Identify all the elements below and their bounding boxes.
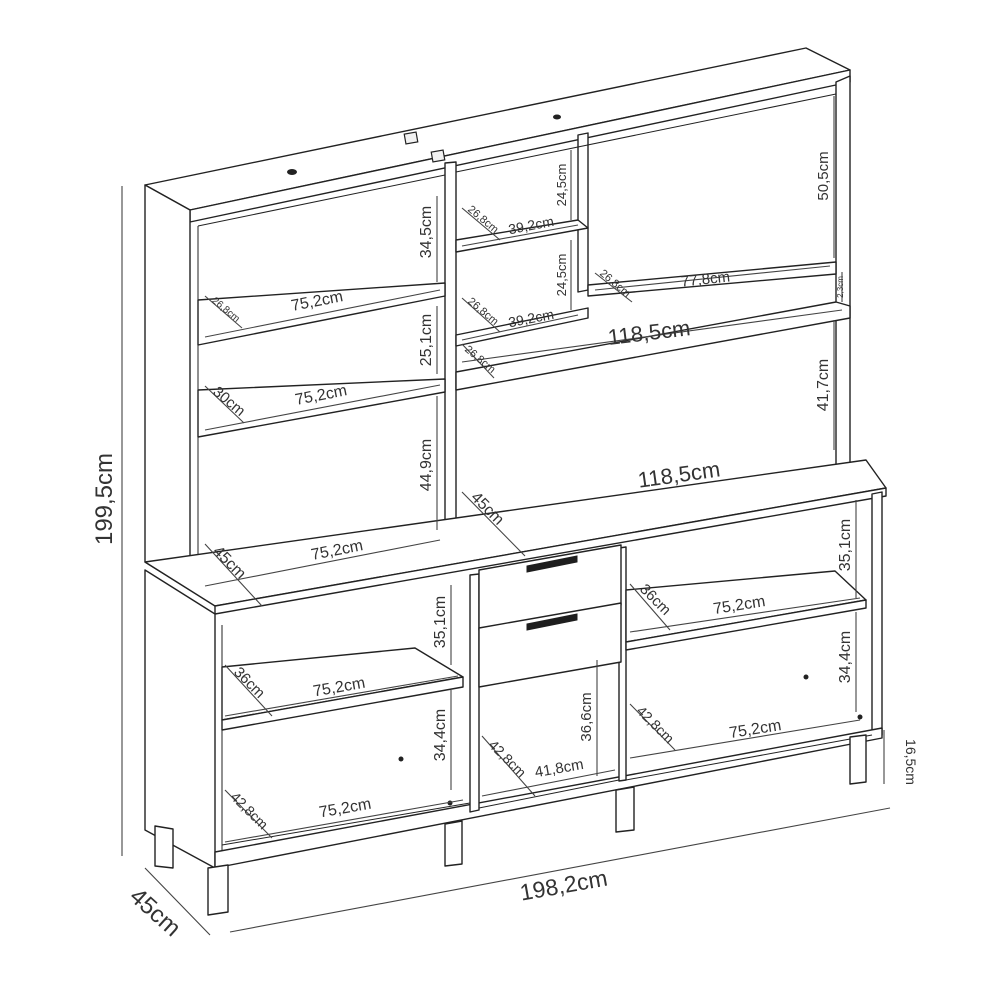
hutch-top-hole (553, 114, 561, 120)
drawer-2 (478, 602, 622, 688)
upper-left-gap-2: 25,1cm (418, 314, 435, 366)
hutch-middle-shelf-1 (455, 219, 589, 253)
hutch-top-hole (287, 169, 297, 175)
hutch-wide-shelf (455, 301, 851, 391)
upper-middle-shelf-depth-2: 26,8cm (465, 296, 500, 328)
counter-top-front-edge (214, 487, 887, 615)
upper-middle-gap-1: 24,5cm (554, 164, 569, 207)
base-right-side (871, 491, 883, 739)
hutch-top-front-edge (189, 69, 851, 223)
upper-right-gap-1: 50,5cm (815, 151, 832, 200)
upper-left-gap-1: 34,5cm (418, 206, 435, 258)
hutch (144, 47, 887, 615)
hutch-right-divider (577, 132, 589, 293)
lower-right-gap-1: 35,1cm (837, 519, 854, 571)
overall-depth-label: 45cm (124, 883, 186, 942)
lower-right-bottom-depth: 42,8cm (634, 703, 678, 747)
drawer-2-handle (526, 613, 578, 631)
base-cabinet (144, 491, 883, 916)
upper-wide-gap: 41,7cm (815, 359, 832, 411)
upper-left-gap-3: 44,9cm (418, 439, 435, 491)
base-bottom-rail (214, 727, 883, 869)
upper-right-small-gap: 2,3cm (836, 276, 845, 298)
base-left-shelf-edge (221, 676, 464, 731)
leg-front-right (615, 786, 635, 833)
overall-height-label: 199,5cm (91, 453, 118, 545)
hutch-left-divider (444, 161, 457, 542)
hutch-connector-bracket (430, 149, 446, 163)
lower-middle-gap: 36,6cm (578, 692, 595, 741)
upper-right-shelf-width: 77,8cm (680, 268, 731, 290)
hutch-right-side (835, 75, 851, 471)
hutch-top (144, 47, 851, 211)
hutch-left-side (144, 184, 191, 591)
overall-width-label: 198,2cm (518, 865, 609, 906)
leg-front-left (207, 864, 229, 916)
base-left-divider (469, 573, 480, 813)
lower-left-gap-1: 35,1cm (432, 596, 449, 648)
leg-front-middle (444, 820, 463, 867)
leg-rear-right (849, 734, 867, 785)
leg-rear-left (154, 825, 174, 869)
base-left-side (144, 569, 216, 869)
hutch-right-shelf-1 (587, 261, 837, 297)
base-right-shelf-edge (625, 599, 867, 651)
drawer-1-handle (526, 555, 578, 573)
lower-left-bottom-depth: 42,8cm (228, 789, 272, 833)
hutch-connector-bracket (403, 131, 419, 145)
upper-middle-gap-2: 24,5cm (554, 254, 569, 297)
lower-right-bottom-width: 75,2cm (728, 717, 782, 742)
lower-right-gap-2: 34,4cm (837, 631, 854, 683)
leg-height-label: 16,5cm (903, 739, 919, 785)
lower-middle-bottom-depth: 42,8cm (486, 737, 530, 781)
lower-left-gap-2: 34,4cm (432, 709, 449, 761)
upper-middle-shelf-depth-1: 26,8cm (465, 204, 500, 236)
dimension-lines (121, 96, 891, 936)
